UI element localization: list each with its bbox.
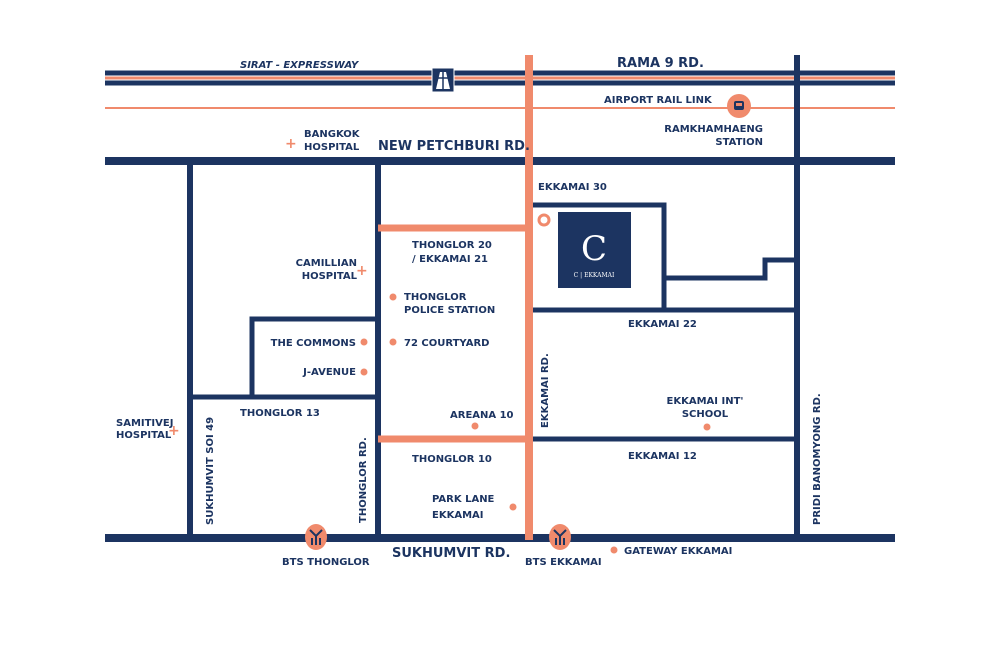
thonglor10-label: THONGLOR 10 (412, 454, 492, 465)
hospital-icon: + (285, 136, 297, 152)
svg-text:C | EKKAMAI: C | EKKAMAI (574, 272, 615, 279)
ramkhamhaeng-label-1: RAMKHAMHAENG (664, 124, 763, 135)
school-marker (703, 423, 711, 431)
police-label-2: POLICE STATION (404, 305, 495, 316)
parklane-label-1: PARK LANE (432, 494, 495, 505)
commons-marker (360, 338, 368, 346)
courtyard-marker (389, 338, 397, 346)
javenue-label: J-AVENUE (302, 367, 356, 378)
bts-thonglor-label: BTS THONGLOR (282, 557, 370, 568)
thonglor20-label: THONGLOR 20 (412, 240, 492, 251)
sirat-expressway (105, 70, 895, 86)
areana-marker (471, 422, 479, 430)
ekkamai22-label: EKKAMAI 22 (628, 319, 697, 330)
samitivej-label-1: SAMITIVEJ (116, 418, 173, 429)
parklane-marker (509, 503, 517, 511)
bangkok-hospital-label-1: BANGKOK (304, 129, 361, 140)
soi49-label: SUKHUMVIT SOI 49 (205, 417, 216, 525)
bangkok-hospital-label-2: HOSPITAL (304, 142, 360, 153)
new-petchburi-label: NEW PETCHBURI RD. (378, 139, 530, 154)
javenue-marker (360, 368, 368, 376)
ramkhamhaeng-label-2: STATION (715, 137, 763, 148)
hospital-icon: + (356, 263, 368, 279)
ekkamai12-label: EKKAMAI 12 (628, 451, 697, 462)
gateway-label: GATEWAY EKKAMAI (624, 546, 732, 557)
expressway-icon (431, 67, 455, 93)
ekkamai-road-label: EKKAMAI RD. (540, 353, 551, 428)
sukhumvit-label: SUKHUMVIT RD. (392, 546, 510, 561)
rama9-label: RAMA 9 RD. (617, 56, 704, 71)
school-label-2: SCHOOL (682, 409, 729, 420)
thonglor13-label: THONGLOR 13 (240, 408, 320, 419)
ekkamai-30-branch (664, 257, 797, 281)
project-location-marker (537, 213, 551, 227)
parklane-label-2: EKKAMAI (432, 510, 483, 521)
bts-ekkamai-icon (549, 524, 571, 550)
airport-rail-label: AIRPORT RAIL LINK (604, 95, 713, 106)
thonglor-road-label: THONGLOR RD. (358, 437, 369, 523)
commons-label: THE COMMONS (271, 338, 356, 349)
courtyard-label: 72 COURTYARD (404, 338, 489, 349)
pridi-label: PRIDI BANOMYONG RD. (812, 393, 823, 525)
gateway-marker (610, 546, 618, 554)
thonglor-side-soi (249, 316, 378, 397)
ekkamai-30 (529, 202, 667, 310)
expressway-label: SIRAT - EXPRESSWAY (240, 60, 360, 71)
police-station-marker (389, 293, 397, 301)
camillian-label-1: CAMILLIAN (296, 258, 357, 269)
bts-ekkamai-label: BTS EKKAMAI (525, 557, 602, 568)
train-station-icon (727, 94, 751, 118)
ekkamai21-label: / EKKAMAI 21 (412, 254, 488, 265)
svg-text:C: C (581, 229, 607, 269)
hospital-icon: + (168, 423, 180, 439)
c-ekkamai-logo: C C | EKKAMAI (558, 212, 631, 288)
samitivej-label-2: HOSPITAL (116, 430, 172, 441)
school-label-1: EKKAMAI INT' (667, 396, 744, 407)
police-label-1: THONGLOR (404, 292, 467, 303)
ekkamai30-label: EKKAMAI 30 (538, 182, 607, 193)
camillian-label-2: HOSPITAL (302, 271, 358, 282)
bts-thonglor-icon (305, 524, 327, 550)
areana-label: AREANA 10 (450, 410, 514, 421)
